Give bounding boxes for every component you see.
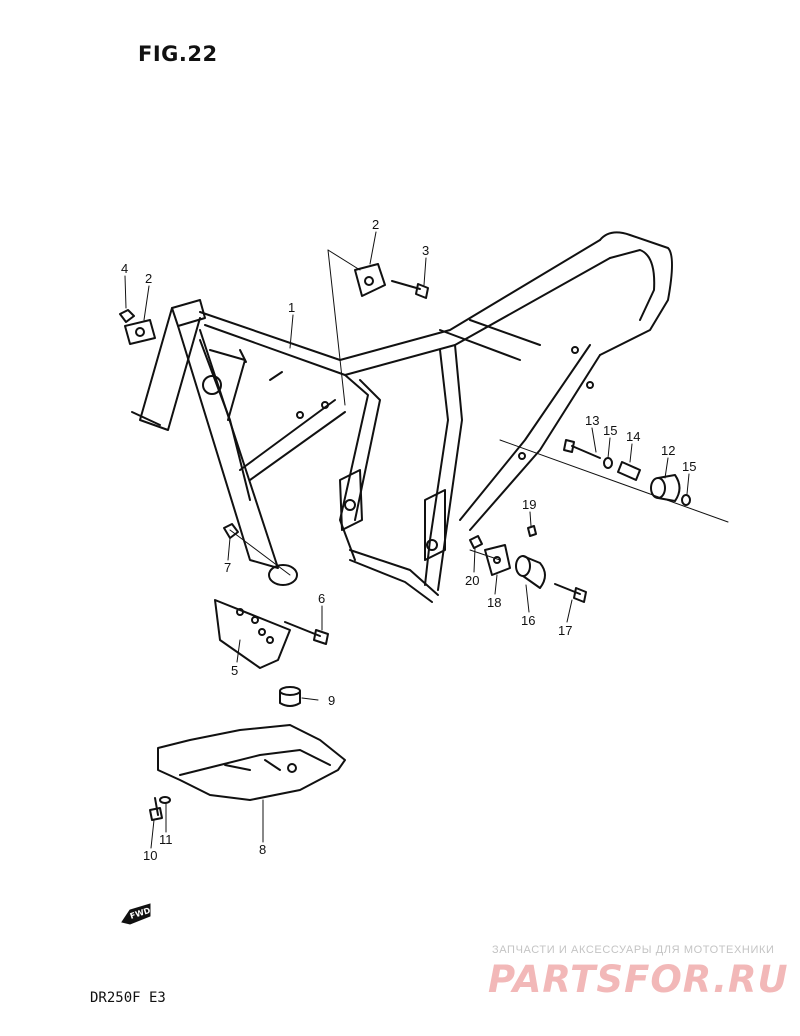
bushing-12 (650, 474, 681, 502)
callout-5: 5 (231, 663, 238, 678)
bushing-16 (515, 555, 546, 589)
washer-15a (603, 457, 613, 469)
nut-7 (223, 523, 239, 539)
callout-14: 14 (626, 429, 640, 444)
callout-13: 13 (585, 413, 599, 428)
callout-9: 9 (328, 693, 335, 708)
callout-1: 1 (288, 300, 295, 315)
callout-11: 11 (159, 832, 173, 847)
bolt-17 (554, 583, 587, 603)
bolt-13 (563, 439, 601, 459)
bolt-10 (149, 797, 163, 821)
mounting-plate-top (354, 263, 386, 297)
washer-15b (681, 494, 691, 506)
main-frame (131, 231, 673, 603)
nut-4 (119, 309, 135, 323)
washer-11 (159, 796, 171, 804)
bolt-19 (527, 525, 537, 537)
leader-lines (229, 249, 729, 576)
cushion-9 (279, 686, 301, 707)
callout-19: 19 (522, 497, 536, 512)
callout-6: 6 (318, 591, 325, 606)
callout-15: 15 (603, 423, 617, 438)
callout-8: 8 (259, 842, 266, 857)
callout-12: 12 (661, 443, 675, 458)
callout-leaders (124, 231, 690, 849)
bracket-18 (484, 544, 511, 576)
watermark-tagline: ЗАПЧАСТИ И АКСЕССУАРЫ ДЛЯ МОТОТЕХНИКИ (492, 944, 775, 956)
forward-arrow-icon: FWD (121, 903, 152, 925)
callout-7: 7 (224, 560, 231, 575)
bolt-3 (391, 280, 429, 299)
bolt-6 (284, 621, 329, 645)
callout-4: 4 (121, 261, 128, 276)
callout-3: 3 (422, 243, 429, 258)
nut-20 (469, 535, 483, 549)
skid-plate (157, 724, 346, 801)
callout-15: 15 (682, 459, 696, 474)
engine-bracket (214, 599, 291, 669)
spacer-14 (617, 461, 641, 481)
callout-17: 17 (558, 623, 572, 638)
callout-18: 18 (487, 595, 501, 610)
callout-20: 20 (465, 573, 479, 588)
mounting-plate-left (124, 319, 156, 345)
watermark-logo: PARTSFOR.RU (488, 958, 789, 1001)
figure-title: FIG.22 (138, 42, 218, 66)
callout-2: 2 (145, 271, 152, 286)
model-code: DR250F E3 (90, 990, 166, 1006)
callout-10: 10 (143, 848, 157, 863)
callout-16: 16 (521, 613, 535, 628)
callout-2: 2 (372, 217, 379, 232)
